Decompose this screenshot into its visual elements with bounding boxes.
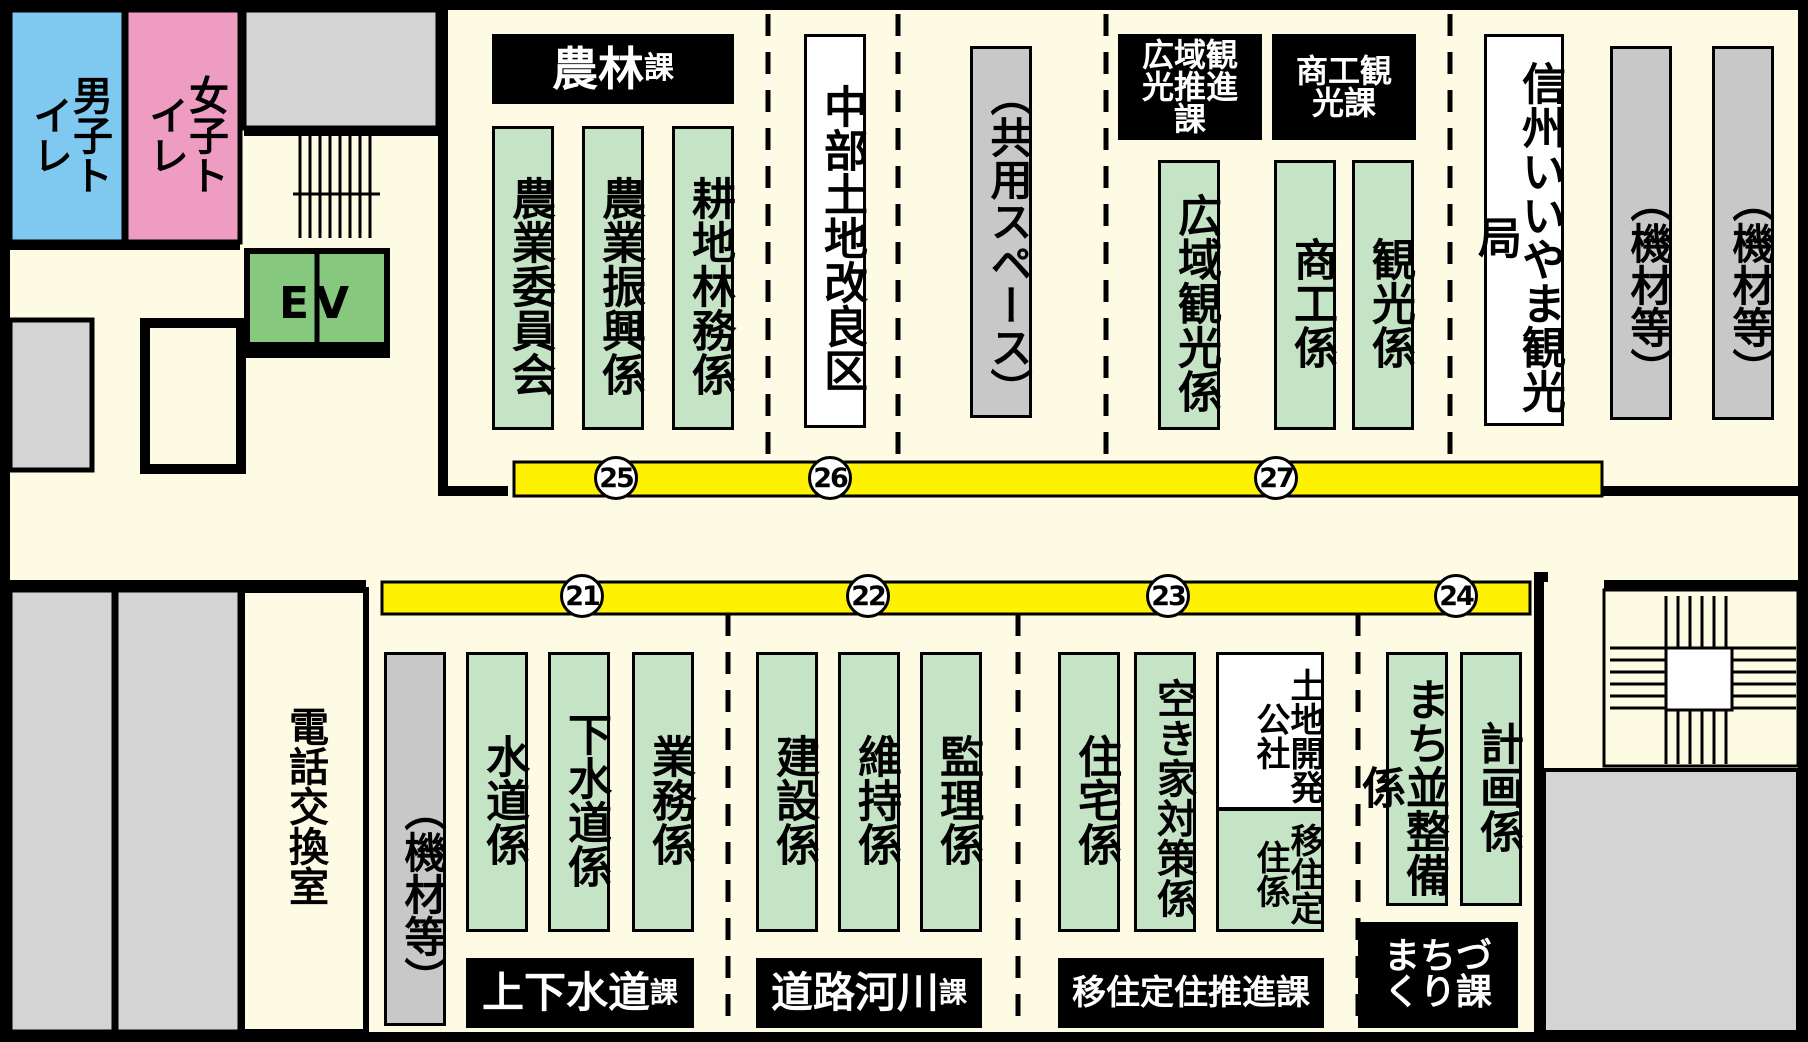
phone-exchange-room [239, 587, 369, 1035]
roads-title: 道路河川 [770, 968, 939, 1017]
commerce-tourism-section-title: 商工観光課 [1272, 34, 1416, 140]
storage-north-2: ︵機材等︶ [1712, 46, 1775, 420]
north-office-wall [438, 10, 448, 496]
storage-north-1: ︵機材等︶ [1610, 46, 1673, 420]
desk-water-supply: 水道係 [466, 652, 529, 932]
counter-number-23: 23 [1146, 574, 1190, 618]
south-counter [380, 580, 1532, 616]
desk-vacant-houses: 空き家対策係 [1134, 652, 1196, 932]
phone-room-label: 電話交換室 [282, 706, 328, 906]
storage-room-west [7, 317, 95, 473]
water-title: 上下水道 [481, 968, 650, 1017]
roads-section-title: 道路河川課 [756, 958, 982, 1028]
storage-south: ︵機材等︶ [384, 652, 447, 1026]
toilet-wall [10, 242, 240, 250]
counter-number-21: 21 [560, 574, 604, 618]
desk-commerce: 商工係 [1274, 160, 1337, 430]
roads-title-suffix: 課 [939, 976, 968, 1009]
water-section-title: 上下水道課 [466, 958, 694, 1028]
desk-farmland-forestry: 耕地林務係 [672, 126, 735, 430]
counter-number-26: 26 [808, 456, 852, 500]
agriculture-section-title: 農林課 [492, 34, 734, 104]
regional-tourism-section-title: 広域観光推進課 [1118, 34, 1262, 140]
desk-construction: 建設係 [756, 652, 819, 932]
desk-operations: 業務係 [632, 652, 695, 932]
water-title-suffix: 課 [650, 976, 679, 1009]
migration-section-title: 移住定住推進課 [1058, 958, 1324, 1028]
desk-maintenance: 維持係 [838, 652, 901, 932]
storage-room-sw1 [7, 587, 117, 1035]
land-development-corporation: 土地開発公社 [1216, 652, 1324, 810]
north-counter [512, 460, 1604, 498]
desk-migration-settlement: 移住定住係 [1216, 808, 1324, 932]
mens-toilet-label: 男子トイレ [26, 75, 112, 195]
shared-space: ︵共用スペース︶ [970, 46, 1033, 418]
agriculture-title: 農林 [552, 42, 644, 96]
desk-agriculture-promotion: 農業振興係 [582, 126, 645, 430]
stairs-west [293, 136, 380, 238]
agriculture-title-suffix: 課 [644, 51, 674, 86]
desk-regional-tourism: 広域観光係 [1158, 160, 1221, 430]
desk-tourism: 観光係 [1352, 160, 1415, 430]
womens-toilet-room [123, 7, 243, 245]
stairs-east [1602, 588, 1800, 768]
desk-sewerage: 下水道係 [548, 652, 611, 932]
counter-number-24: 24 [1434, 574, 1478, 618]
desk-townscape: まち並整備係 [1354, 652, 1449, 906]
land-improvement-district: 中部土地改良区 [804, 34, 867, 428]
counter-number-22: 22 [846, 574, 890, 618]
desk-supervision: 監理係 [920, 652, 983, 932]
elevator-label: EV [278, 278, 356, 329]
womens-toilet-label: 女子トイレ [142, 75, 228, 195]
counter-number-25: 25 [594, 456, 638, 500]
town-section-title: まちづくり課 [1358, 922, 1518, 1028]
desk-housing: 住宅係 [1058, 652, 1121, 932]
tourism-bureau: 信州いいやま観光局 [1470, 34, 1565, 426]
desk-planning: 計画係 [1460, 652, 1523, 906]
storage-room-sw2 [113, 587, 243, 1035]
desk-agriculture-committee: 農業委員会 [492, 126, 555, 430]
storage-room-se [1542, 768, 1800, 1034]
mechanical-room [241, 7, 441, 131]
counter-number-27: 27 [1254, 456, 1298, 500]
mens-toilet-room [7, 7, 127, 245]
